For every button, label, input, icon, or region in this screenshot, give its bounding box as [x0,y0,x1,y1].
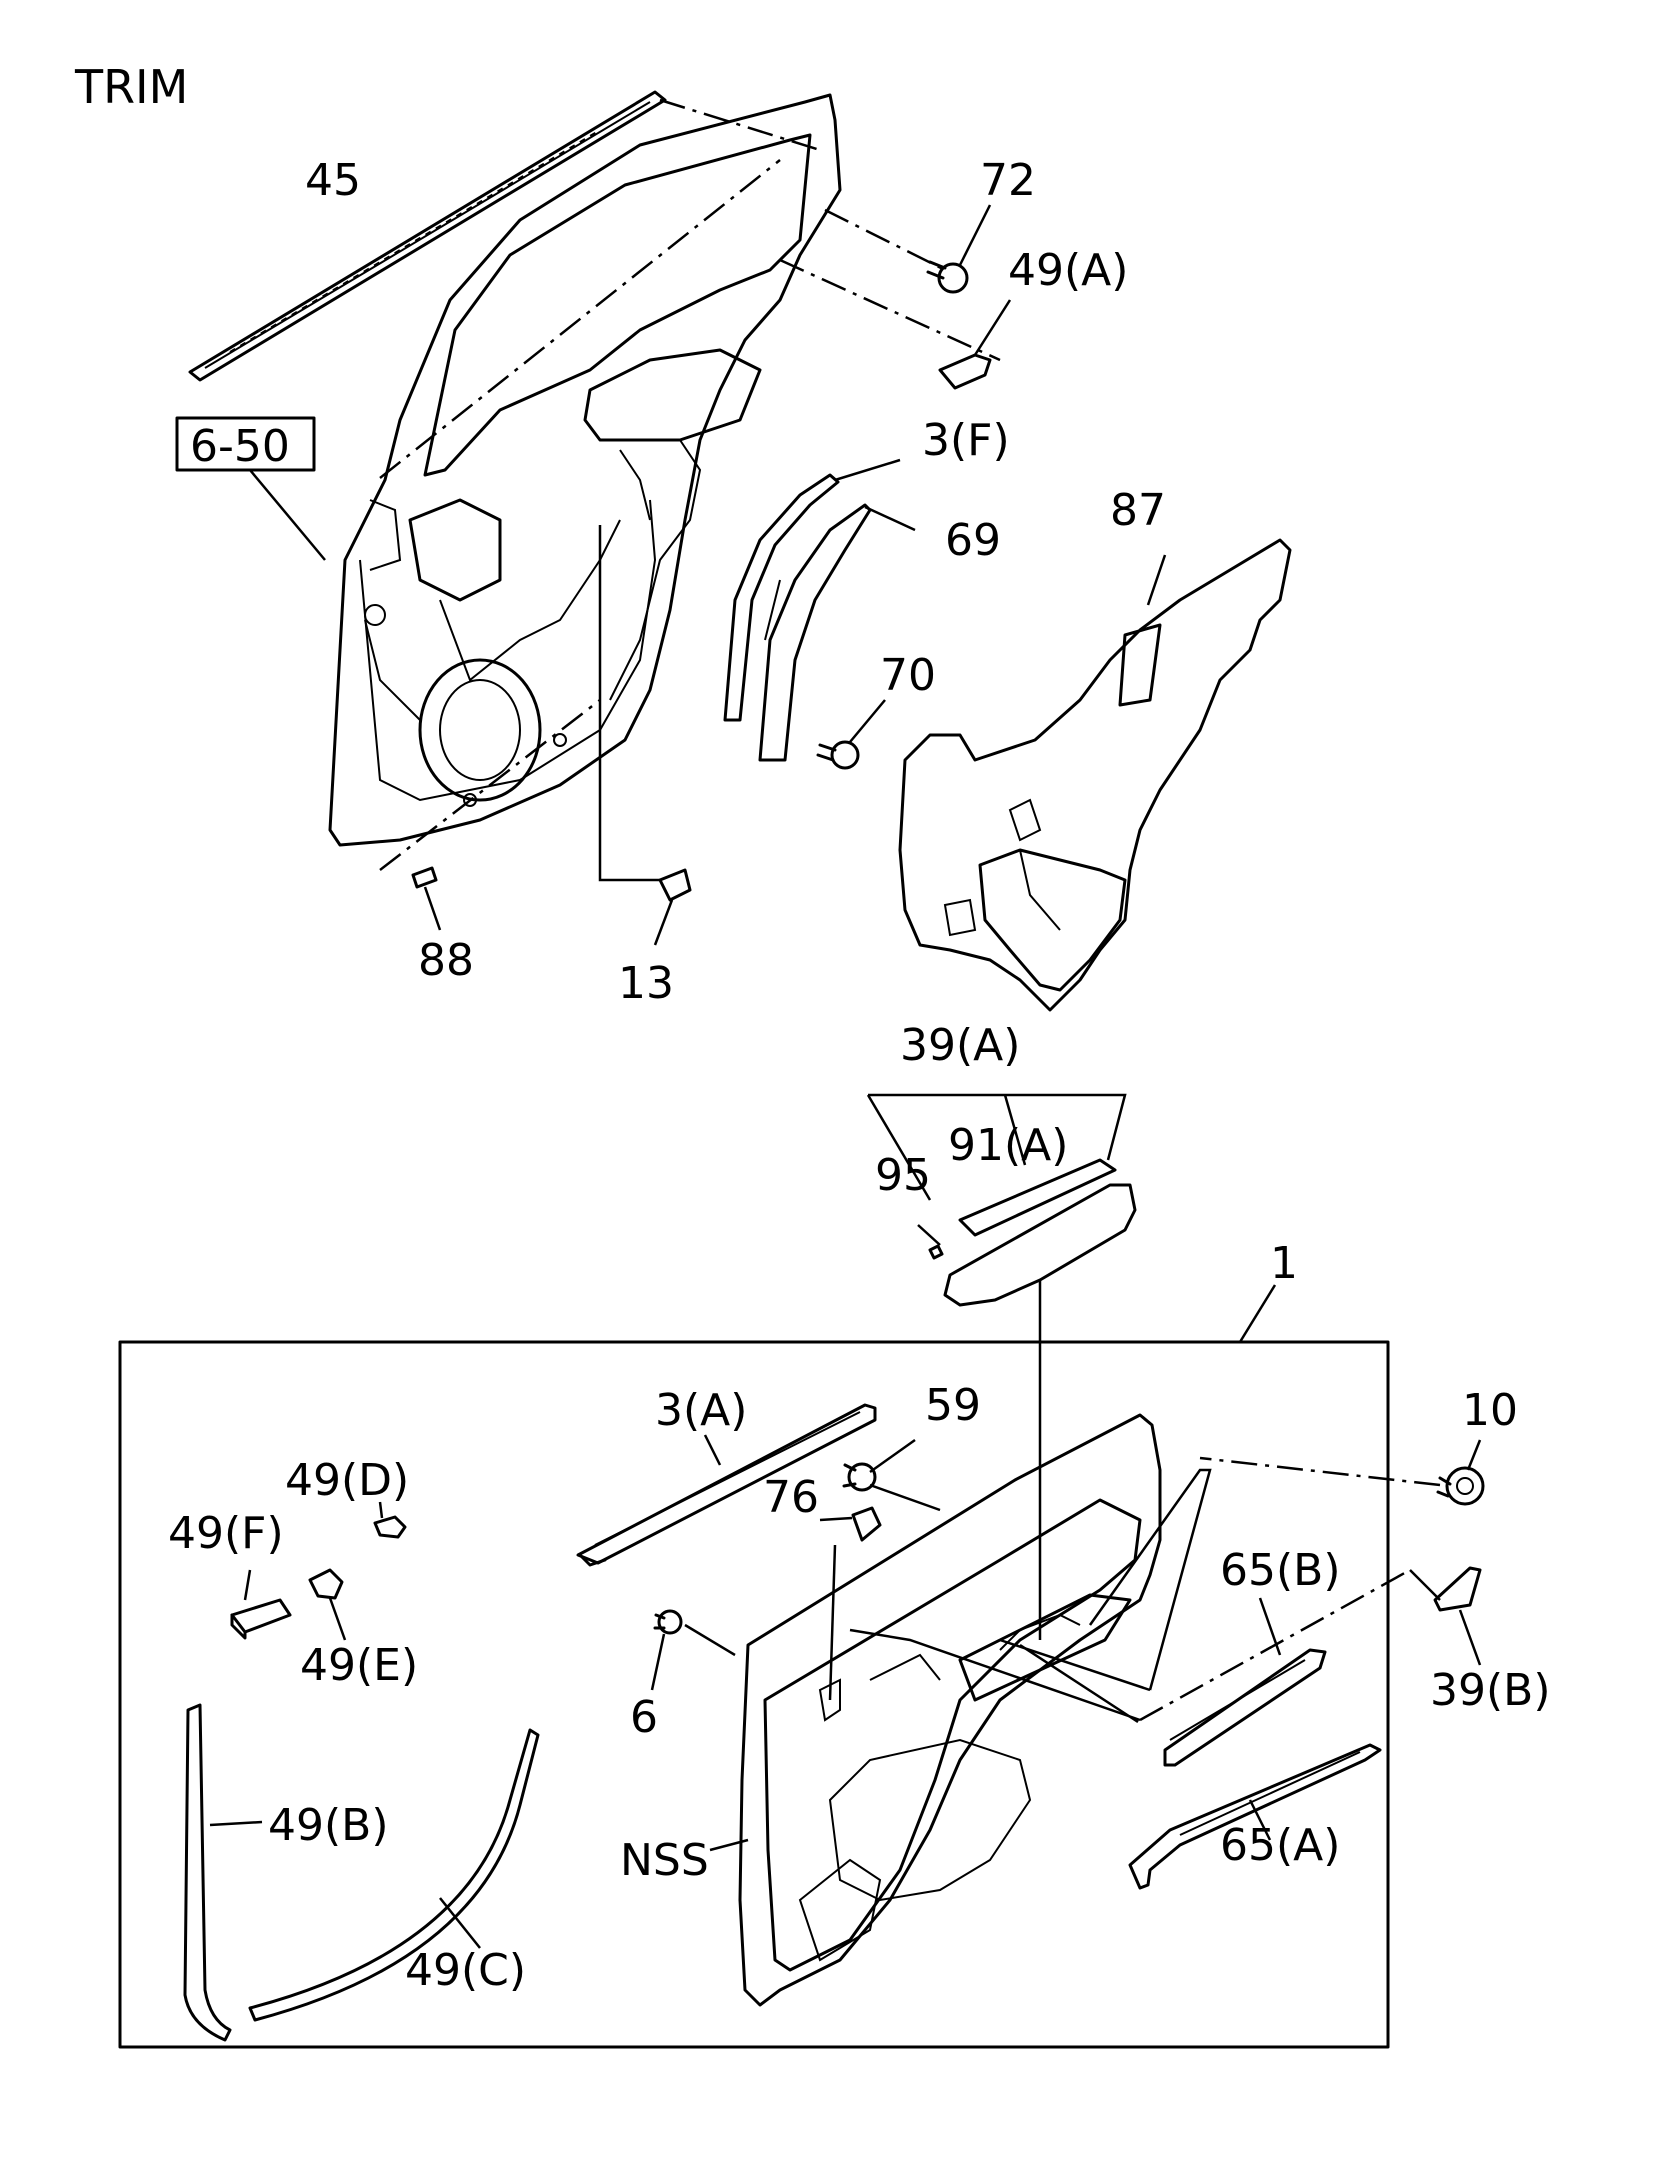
diagram-title: TRIM [74,60,188,114]
callout-49a: 49(A) [1008,245,1128,296]
callout-72: 72 [980,155,1036,206]
part-39b-cap [1433,1566,1482,1666]
callout-69: 69 [945,515,1001,566]
callout-49c: 49(C) [405,1945,526,1996]
callout-49d: 49(D) [285,1455,409,1506]
part-39a-armrest [866,1093,1137,1640]
part-3a-belt-molding [576,1403,877,1567]
callout-95: 95 [875,1150,931,1201]
callout-labels: 45 72 49(A) 3(F) 69 87 70 88 13 39(A) 95… [168,155,1551,1996]
part-49a-clip [938,299,1012,390]
callout-39a: 39(A) [900,1020,1020,1071]
callout-45: 45 [305,155,361,206]
ref-box-label: 6-50 [190,421,290,472]
part-65b-trim-strip [999,1468,1327,1767]
part-13-clip [598,525,692,946]
part-49d-clip [373,1501,407,1539]
part-49b-seal [183,1703,263,2042]
part-49e-clip [308,1568,347,1641]
callout-13: 13 [618,958,674,1009]
ref-box-6-50: 6-50 [175,416,326,561]
part-87-water-shield [898,538,1292,1012]
part-49c-seal [248,1728,540,2022]
callout-49f: 49(F) [168,1508,284,1559]
callout-1: 1 [1270,1238,1298,1289]
part-70-screw [816,699,886,770]
callout-3f: 3(F) [922,415,1010,466]
callout-39b: 39(B) [1430,1665,1551,1716]
part-3f-69-molding [723,458,916,762]
part-65a-lower-trim [1128,1568,1441,1890]
callout-65b: 65(B) [1220,1545,1341,1596]
part-76-clip [819,1506,882,1542]
part-59-clip [842,1438,941,1512]
door-inner-panel [328,93,1001,871]
callout-91a: 91(A) [948,1120,1068,1171]
callout-88: 88 [418,935,474,986]
part-1-door-trim-panel [709,1413,1162,2007]
part-10-screw [1199,1439,1485,1506]
callout-59: 59 [925,1380,981,1431]
part-88-pad [411,866,442,931]
callout-87: 87 [1110,485,1166,536]
part-45-weatherstrip [188,90,667,382]
callout-nss: NSS [620,1835,709,1886]
callout-10: 10 [1462,1385,1518,1436]
callout-65a: 65(A) [1220,1820,1340,1871]
assembly-box-1 [118,1284,1390,2049]
callout-49b: 49(B) [268,1800,389,1851]
callout-3a: 3(A) [655,1385,747,1436]
callout-49e: 49(E) [300,1640,418,1691]
callout-70: 70 [880,650,936,701]
part-72-screw [926,204,992,294]
part-6-clip [650,1609,736,1691]
part-49f-clip [230,1569,292,1640]
callout-6: 6 [630,1692,658,1743]
callout-76: 76 [763,1472,819,1523]
